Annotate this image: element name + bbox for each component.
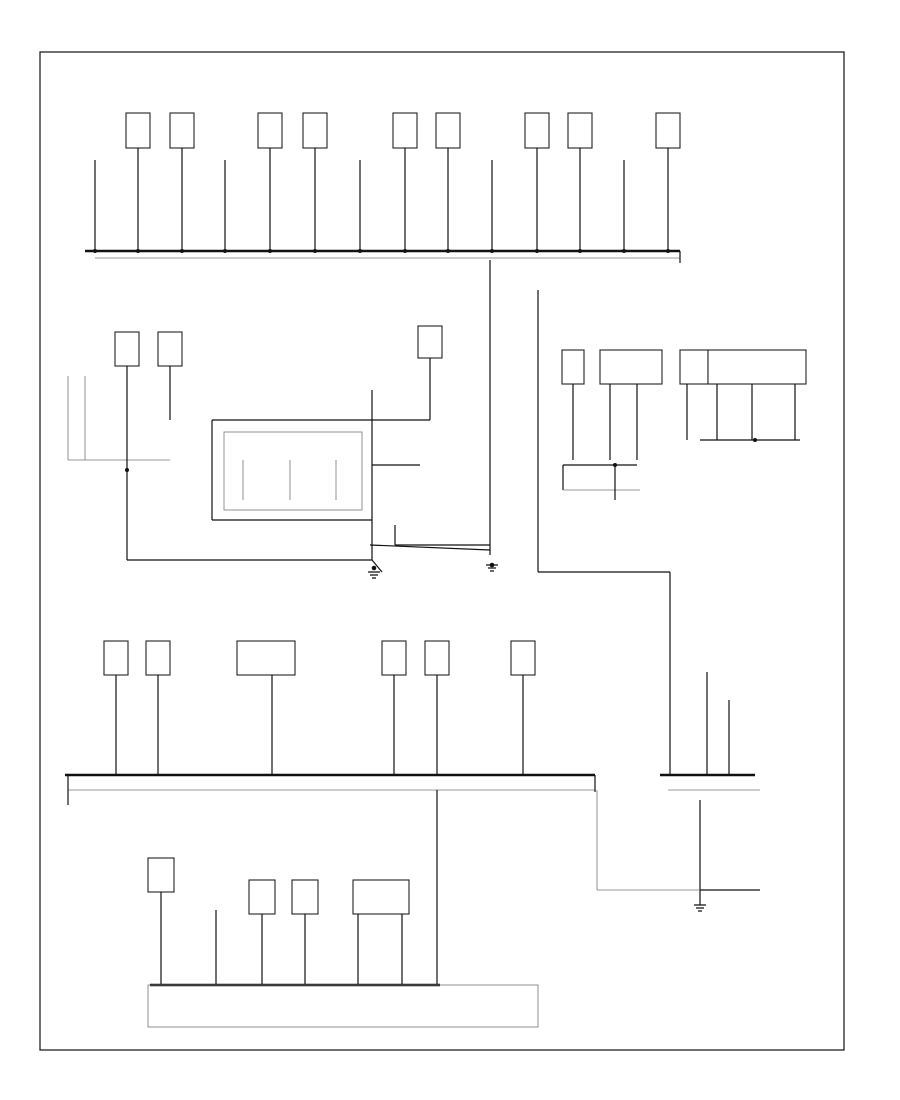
component-box [567, 112, 593, 149]
splice-point [535, 249, 539, 253]
component-box [524, 112, 550, 149]
relay-block [223, 431, 363, 511]
mid-right-components [561, 349, 807, 500]
splice-point [446, 249, 450, 253]
mid-left-components [67, 331, 372, 561]
component-box [561, 349, 585, 385]
splice-point [313, 249, 317, 253]
splice-point [180, 249, 184, 253]
lower-components [103, 640, 536, 775]
component-box [707, 349, 807, 385]
component-box [392, 112, 418, 149]
splice-point [666, 249, 670, 253]
right-lower-block [596, 672, 760, 905]
splice-point [223, 249, 227, 253]
splice-point [403, 249, 407, 253]
top-component-row [93, 112, 681, 253]
splice-point [578, 249, 582, 253]
component-box [417, 325, 443, 359]
component-box [679, 349, 709, 385]
component-box [302, 112, 328, 149]
component-box [157, 331, 183, 367]
component-box [125, 112, 151, 149]
splice-point [93, 249, 97, 253]
component-box [435, 112, 461, 149]
bottom-components [147, 790, 539, 1028]
splice-point [358, 249, 362, 253]
splice-point [622, 249, 626, 253]
center-block [211, 260, 495, 573]
splice-point [490, 249, 494, 253]
ground-symbol [368, 564, 706, 912]
splice-point [136, 249, 140, 253]
component-box [655, 112, 681, 149]
component-box [114, 331, 140, 367]
component-box [169, 112, 195, 149]
component-box [599, 349, 663, 385]
component-box [257, 112, 283, 149]
splice-point [268, 249, 272, 253]
diagram-frame [39, 51, 845, 1051]
